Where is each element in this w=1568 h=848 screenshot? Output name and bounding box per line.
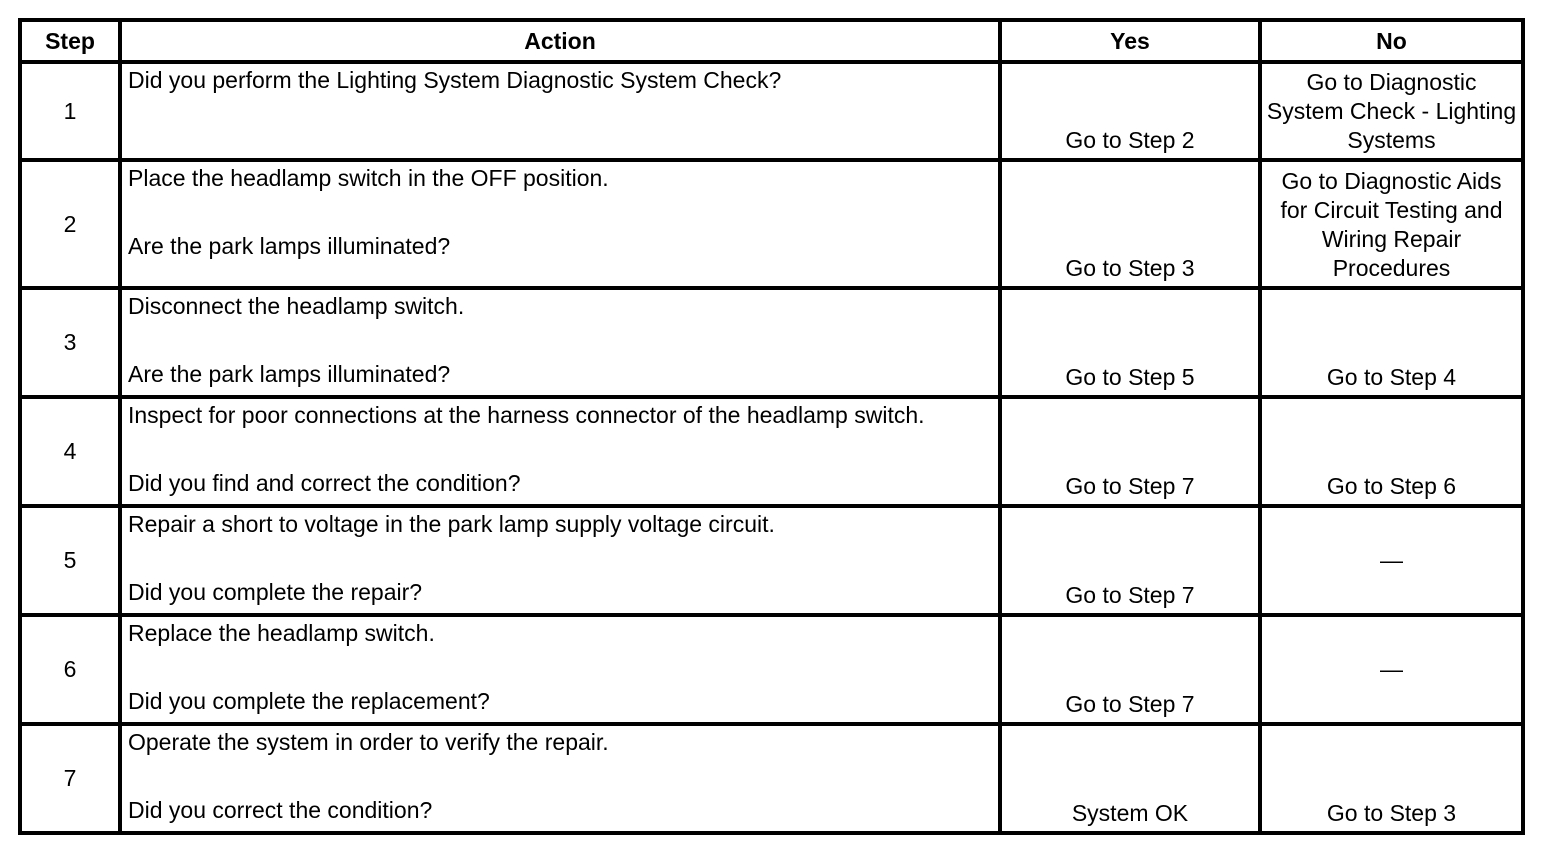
action-cell: Repair a short to voltage in the park la… — [118, 504, 1002, 617]
action-question: Are the park lamps illuminated? — [128, 233, 451, 259]
step-number: 2 — [18, 158, 122, 290]
diagnostic-table: Step Action Yes No 1 Did you perform the… — [18, 18, 1525, 835]
table-row: 7 Operate the system in order to verify … — [18, 722, 1525, 835]
yes-result: Go to Step 7 — [998, 613, 1262, 726]
column-header-step: Step — [18, 18, 122, 64]
action-instruction: Did you perform the Lighting System Diag… — [128, 67, 782, 93]
action-cell: Disconnect the headlamp switch. Are the … — [118, 286, 1002, 399]
table-row: 6 Replace the headlamp switch. Did you c… — [18, 613, 1525, 726]
yes-result: Go to Step 7 — [998, 395, 1262, 508]
yes-result: Go to Step 7 — [998, 504, 1262, 617]
step-number: 4 — [18, 395, 122, 508]
column-header-yes: Yes — [998, 18, 1262, 64]
action-instruction: Place the headlamp switch in the OFF pos… — [128, 165, 609, 191]
no-result: Go to Step 3 — [1258, 722, 1525, 835]
yes-result: Go to Step 2 — [998, 60, 1262, 162]
action-instruction: Inspect for poor connections at the harn… — [128, 402, 925, 428]
no-result: Go to Step 6 — [1258, 395, 1525, 508]
no-result: — — [1258, 504, 1525, 617]
no-result: — — [1258, 613, 1525, 726]
yes-result: Go to Step 5 — [998, 286, 1262, 399]
step-number: 1 — [18, 60, 122, 162]
no-result: Go to Diagnostic System Check - Lighting… — [1258, 60, 1525, 162]
no-result: Go to Step 4 — [1258, 286, 1525, 399]
no-result: Go to Diagnostic Aids for Circuit Testin… — [1258, 158, 1525, 290]
action-instruction: Repair a short to voltage in the park la… — [128, 511, 775, 537]
step-number: 6 — [18, 613, 122, 726]
table-row: 4 Inspect for poor connections at the ha… — [18, 395, 1525, 508]
step-number: 3 — [18, 286, 122, 399]
action-cell: Replace the headlamp switch. Did you com… — [118, 613, 1002, 726]
action-cell: Inspect for poor connections at the harn… — [118, 395, 1002, 508]
step-number: 7 — [18, 722, 122, 835]
table-row: 2 Place the headlamp switch in the OFF p… — [18, 158, 1525, 290]
action-instruction: Disconnect the headlamp switch. — [128, 293, 465, 319]
not-applicable-dash: — — [1380, 655, 1403, 682]
column-header-no: No — [1258, 18, 1525, 64]
action-instruction: Replace the headlamp switch. — [128, 620, 435, 646]
yes-result: System OK — [998, 722, 1262, 835]
action-question: Did you find and correct the condition? — [128, 470, 521, 496]
not-applicable-dash: — — [1380, 546, 1403, 573]
yes-result: Go to Step 3 — [998, 158, 1262, 290]
action-question: Did you correct the condition? — [128, 797, 433, 823]
table-row: 1 Did you perform the Lighting System Di… — [18, 60, 1525, 162]
action-cell: Did you perform the Lighting System Diag… — [118, 60, 1002, 162]
table-row: 5 Repair a short to voltage in the park … — [18, 504, 1525, 617]
action-cell: Operate the system in order to verify th… — [118, 722, 1002, 835]
action-question: Did you complete the replacement? — [128, 688, 490, 714]
action-question: Did you complete the repair? — [128, 579, 423, 605]
action-question: Are the park lamps illuminated? — [128, 361, 451, 387]
action-cell: Place the headlamp switch in the OFF pos… — [118, 158, 1002, 290]
column-header-action: Action — [118, 18, 1002, 64]
step-number: 5 — [18, 504, 122, 617]
action-instruction: Operate the system in order to verify th… — [128, 729, 609, 755]
header-row: Step Action Yes No — [18, 18, 1525, 64]
table-row: 3 Disconnect the headlamp switch. Are th… — [18, 286, 1525, 399]
